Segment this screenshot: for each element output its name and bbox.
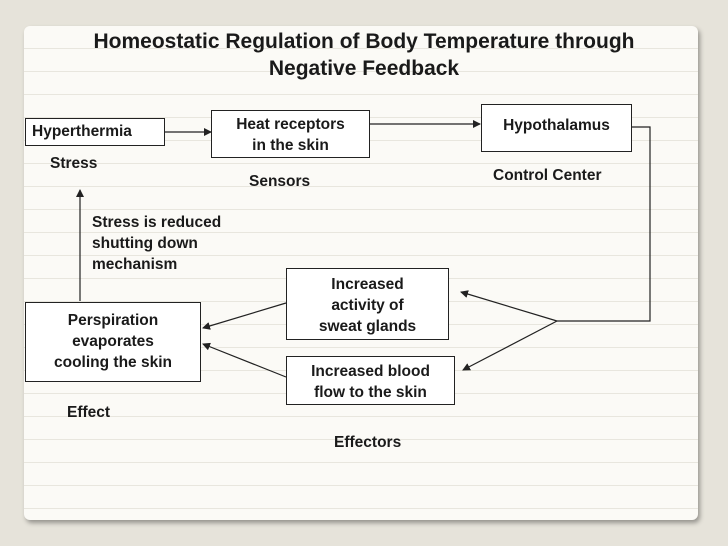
stress-reduced-line-2: shutting down: [92, 235, 198, 252]
stress-reduced-line-1: Stress is reduced: [92, 214, 222, 231]
stress-reduced-line-3: mechanism: [92, 256, 178, 273]
sweat-glands-line-3: sweat glands: [318, 318, 417, 335]
connector-hypothalamus-down: [557, 126, 651, 322]
perspiration-line-1: Perspiration: [67, 312, 159, 329]
blood-flow-line-2: flow to the skin: [314, 384, 427, 401]
diagram-title: Homeostatic Regulation of Body Temperatu…: [24, 28, 704, 82]
hypothalamus-box: Hypothalamus: [481, 104, 632, 152]
title-line-2: Negative Feedback: [268, 57, 460, 80]
heat-receptors-box: Heat receptors in the skin: [211, 110, 370, 158]
sweat-glands-box: Increased activity of sweat glands: [286, 268, 449, 340]
title-line-1: Homeostatic Regulation of Body Temperatu…: [93, 30, 635, 53]
hyperthermia-label: Hyperthermia: [32, 123, 132, 140]
stress-label: Stress: [50, 155, 98, 172]
arrow-blood-to-perspiration: [202, 342, 287, 378]
hypothalamus-label: Hypothalamus: [503, 117, 610, 134]
control-center-label: Control Center: [493, 167, 602, 184]
perspiration-line-2: evaporates: [72, 333, 154, 350]
sweat-glands-line-2: activity of: [331, 297, 404, 314]
hyperthermia-box: Hyperthermia: [25, 118, 165, 146]
stress-reduced-label: Stress is reduced shutting down mechanis…: [92, 212, 221, 275]
sweat-glands-line-1: Increased: [331, 276, 404, 293]
perspiration-box: Perspiration evaporates cooling the skin: [25, 302, 201, 382]
perspiration-line-3: cooling the skin: [54, 354, 172, 371]
arrow-to-sweat-glands: [460, 290, 558, 322]
sensors-label: Sensors: [249, 173, 311, 190]
effectors-label: Effectors: [334, 434, 402, 451]
heat-receptors-line-1: Heat receptors: [236, 116, 345, 133]
arrow-to-blood-flow: [462, 320, 558, 371]
blood-flow-box: Increased blood flow to the skin: [286, 356, 455, 405]
arrow-sweat-to-perspiration: [202, 302, 287, 330]
blood-flow-line-1: Increased blood: [311, 363, 430, 380]
heat-receptors-line-2: in the skin: [252, 137, 329, 154]
effect-label: Effect: [67, 404, 111, 421]
